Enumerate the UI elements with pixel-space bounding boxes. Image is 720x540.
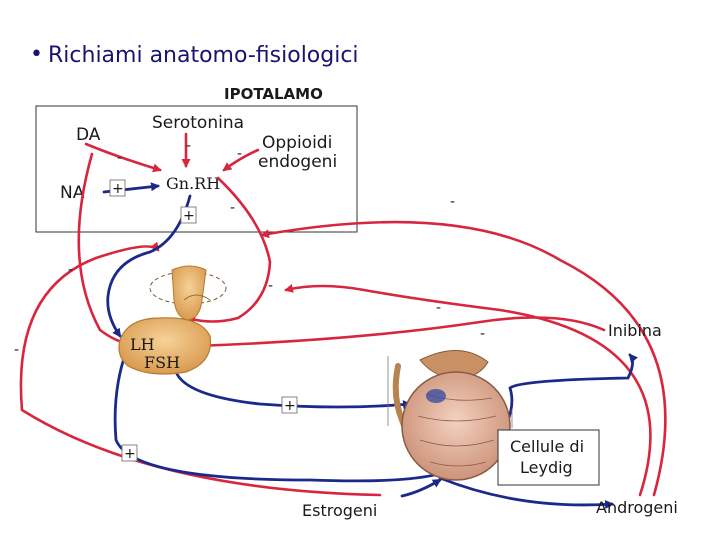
fsh-label: FSH	[144, 353, 180, 372]
minus-sign-gnrh-feedback: -	[230, 200, 235, 216]
gnrh-feedback-arrow	[186, 176, 272, 325]
minus-sign-estrogen-hypothalamus: -	[68, 262, 73, 278]
serotonin-label: Serotonina	[152, 113, 244, 133]
estrogen-feedback-arrow	[19, 241, 382, 497]
fsh-to-testis-arrow	[174, 370, 412, 410]
androgens-label: Androgeni	[596, 498, 678, 517]
da-to-gnrh-arrow	[84, 142, 162, 173]
minus-sign-opioids: -	[237, 146, 242, 162]
opioids-label-line2: endogeni	[258, 152, 337, 172]
inhibitory-pathways	[19, 132, 667, 497]
minus-sign-serotonin: -	[186, 138, 191, 154]
stimulation-signs: + + + +	[109, 179, 298, 462]
inhibin-feedback-arrow	[194, 316, 606, 351]
androgen-hypothalamus-feedback-arrow	[260, 220, 667, 497]
leydig-to-androgen-arrow	[438, 476, 614, 509]
minus-sign-androgen-pituitary: -	[436, 300, 441, 316]
slide-title: Richiami anatomo-fisiologici	[48, 43, 359, 68]
minus-sign-pituitary: -	[268, 278, 273, 294]
minus-sign-androgen-hypothalamus: -	[450, 194, 455, 210]
plus-sign-gnrh: +	[183, 208, 195, 224]
testis	[401, 371, 511, 481]
minus-sign-estrogen: -	[14, 342, 19, 358]
plus-sign-na: +	[112, 181, 124, 197]
hypothalamus-box	[35, 105, 358, 233]
leydig-box	[497, 429, 600, 486]
plus-sign-fsh: +	[284, 398, 296, 414]
estrogens-label: Estrogeni	[302, 501, 377, 520]
opioids-to-gnrh-arrow	[222, 148, 260, 172]
noradrenaline-label: NA	[60, 183, 85, 203]
minus-sign-da: -	[117, 150, 122, 166]
gnrh-to-pituitary-arrow	[106, 194, 192, 338]
leydig-label-line1: Cellule di	[510, 437, 584, 456]
leydig-label-line2: Leydig	[520, 458, 573, 477]
opioids-label-line1: Oppioidi	[262, 133, 332, 153]
androgen-pituitary-feedback-arrow	[284, 284, 652, 497]
lh-to-leydig-arrow	[113, 350, 452, 483]
inhibition-signs: - - - - - - - - - -	[14, 138, 485, 358]
dopamine-label: DA	[76, 125, 101, 145]
minus-sign-inhibin: -	[480, 326, 485, 342]
testis-to-estrogen-arrow	[400, 478, 442, 498]
title-bullet: •	[30, 42, 43, 67]
hypothalamus-label: IPOTALAMO	[224, 85, 323, 103]
pituitary-gland	[118, 317, 212, 375]
gnrh-label: Gn.RH	[166, 174, 220, 193]
pituitary-illustration	[118, 265, 227, 375]
inhibin-label: Inibina	[608, 321, 662, 340]
plus-sign-lh: +	[124, 446, 136, 462]
testis-illustration	[387, 350, 513, 481]
lh-label: LH	[130, 335, 155, 354]
